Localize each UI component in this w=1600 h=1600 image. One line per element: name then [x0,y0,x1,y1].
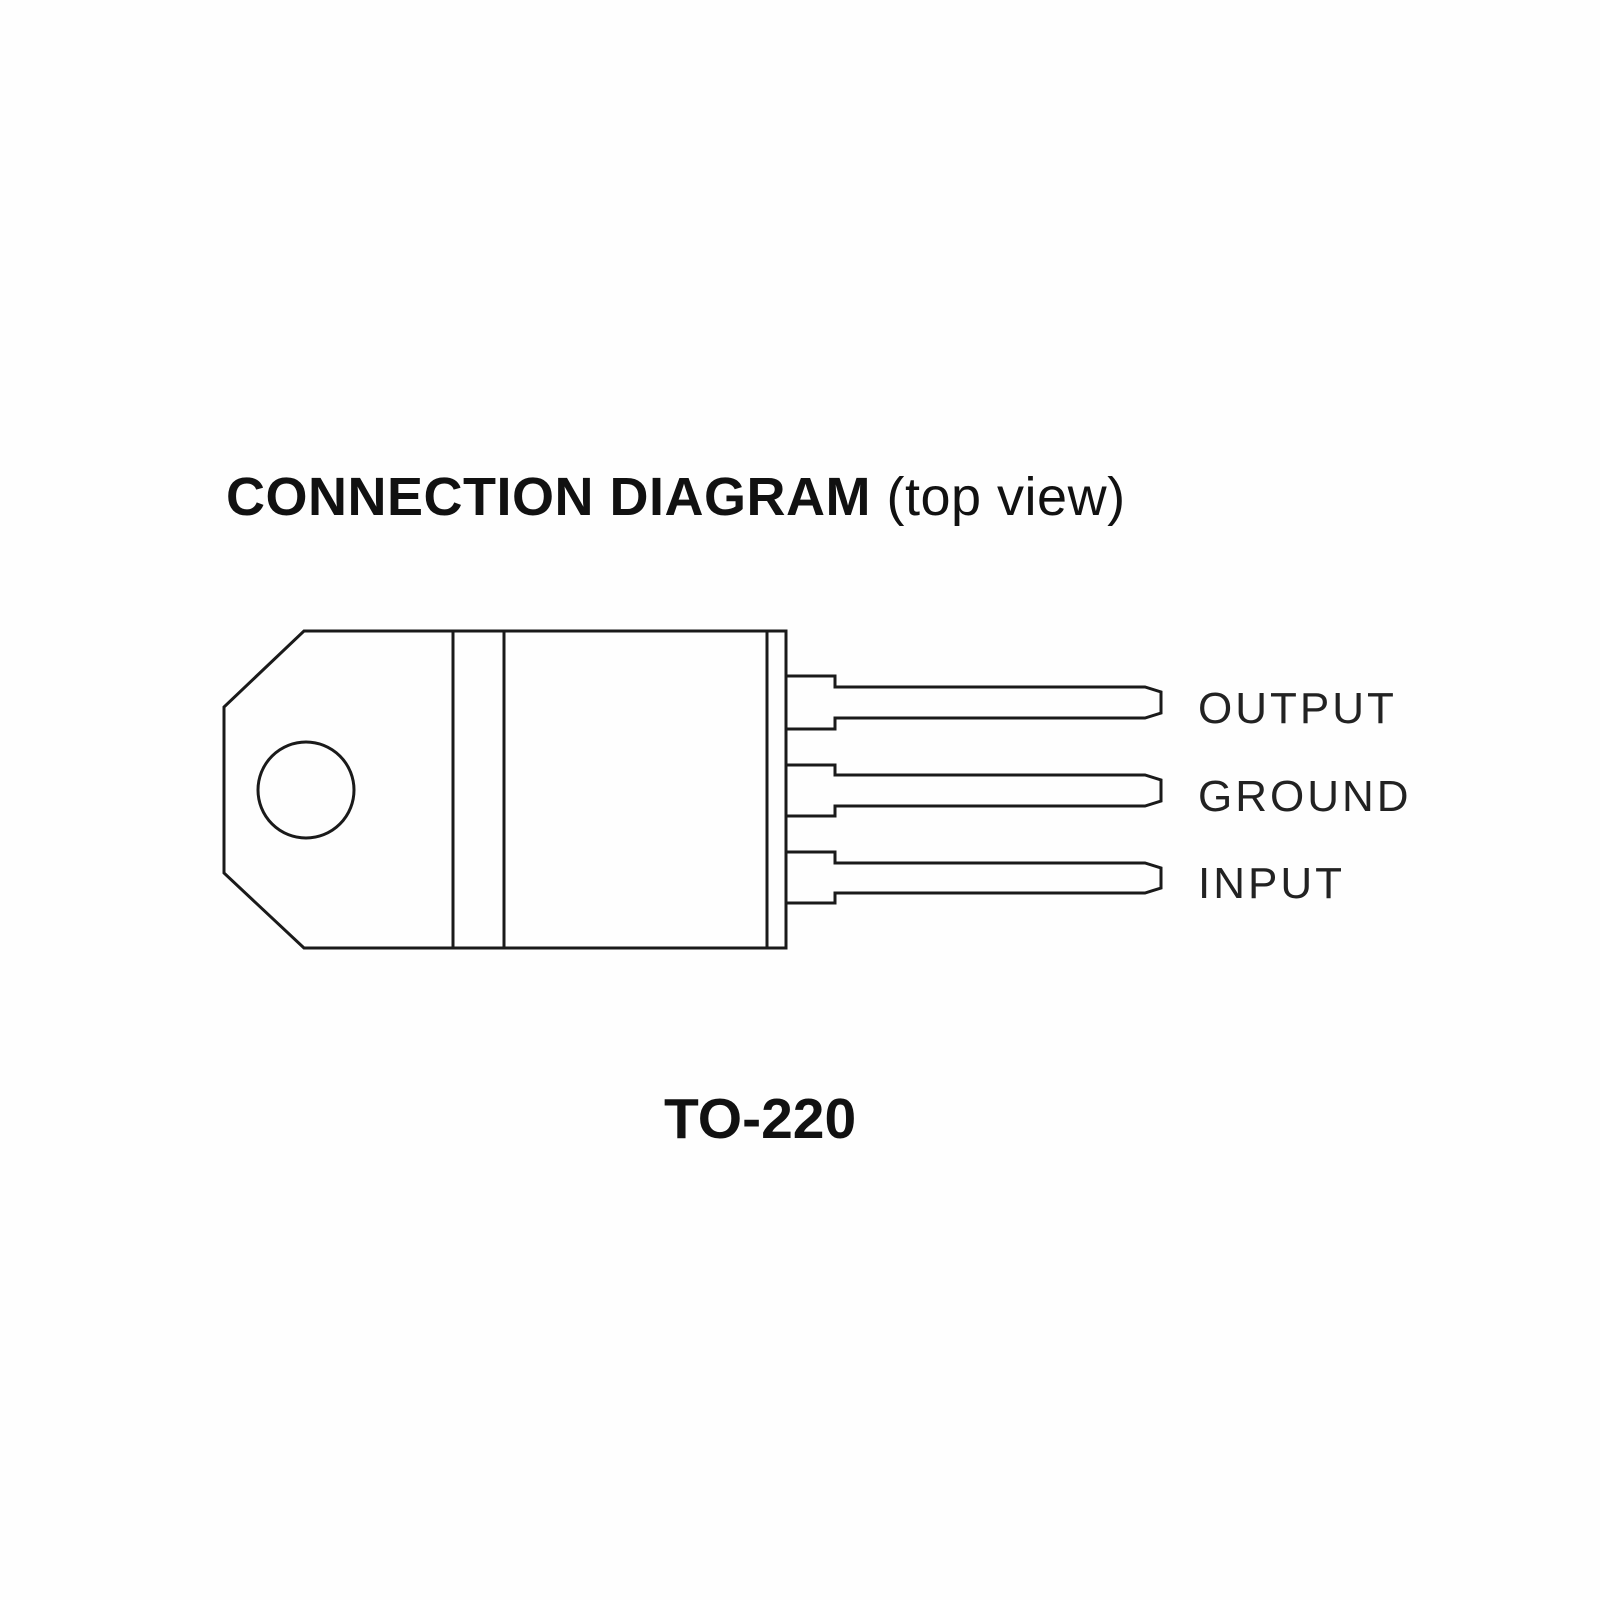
pin-1-lead [786,674,1163,731]
pin-3-label: INPUT [1198,859,1345,908]
diagram-title: CONNECTION DIAGRAM (top view) [226,466,1126,528]
pin-1-label: OUTPUT [1198,684,1397,733]
title-main: CONNECTION DIAGRAM [226,467,871,527]
package-name: TO-220 [664,1087,857,1151]
title-qualifier: (top view) [886,467,1126,527]
pin-2-lead [786,763,1163,818]
package-body-outline [222,629,788,950]
mounting-hole-icon [256,740,356,840]
pin-3-lead [786,850,1163,905]
pin-2-label: GROUND [1198,772,1412,821]
